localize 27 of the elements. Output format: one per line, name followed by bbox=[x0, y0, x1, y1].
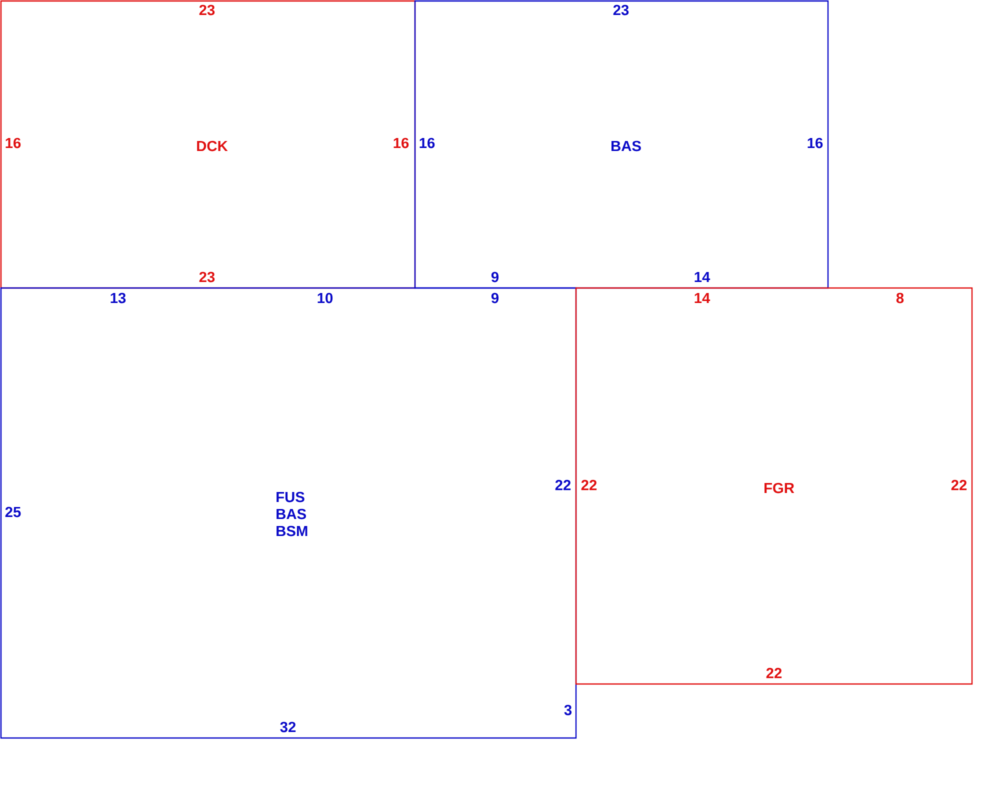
dimension-label: 14 bbox=[694, 272, 710, 282]
dimension-label: 8 bbox=[896, 292, 904, 304]
room-label: FGR bbox=[764, 482, 794, 494]
room-label: BAS bbox=[612, 140, 641, 152]
dimension-label: 10 bbox=[318, 292, 333, 304]
dimension-label: 9 bbox=[491, 272, 499, 282]
room-label: DCK bbox=[197, 140, 228, 152]
dimension-label: 9 bbox=[491, 292, 499, 304]
room-label: BAS bbox=[276, 508, 306, 520]
dimension-label: 25 bbox=[5, 506, 21, 518]
dimension-label: 23 bbox=[199, 4, 215, 16]
dimension-label: 23 bbox=[613, 4, 629, 16]
dimension-label: 14 bbox=[694, 292, 710, 304]
dimension-label: 32 bbox=[280, 722, 296, 732]
room-label: FUS bbox=[276, 492, 304, 502]
dimension-label: 22 bbox=[766, 668, 782, 678]
dimension-label: 23 bbox=[199, 272, 215, 282]
dimension-label: 22 bbox=[555, 480, 571, 490]
dimension-label: 16 bbox=[420, 138, 435, 148]
dimension-label: 22 bbox=[951, 480, 967, 490]
dimension-label: 22 bbox=[581, 480, 597, 490]
dimension-label: 3 bbox=[564, 704, 572, 716]
dimension-label: 16 bbox=[6, 138, 21, 148]
dimension-label: 16 bbox=[808, 138, 823, 148]
dimension-label: 13 bbox=[110, 292, 126, 304]
room-label: BSM bbox=[276, 526, 308, 536]
dimension-label: 16 bbox=[394, 138, 409, 148]
